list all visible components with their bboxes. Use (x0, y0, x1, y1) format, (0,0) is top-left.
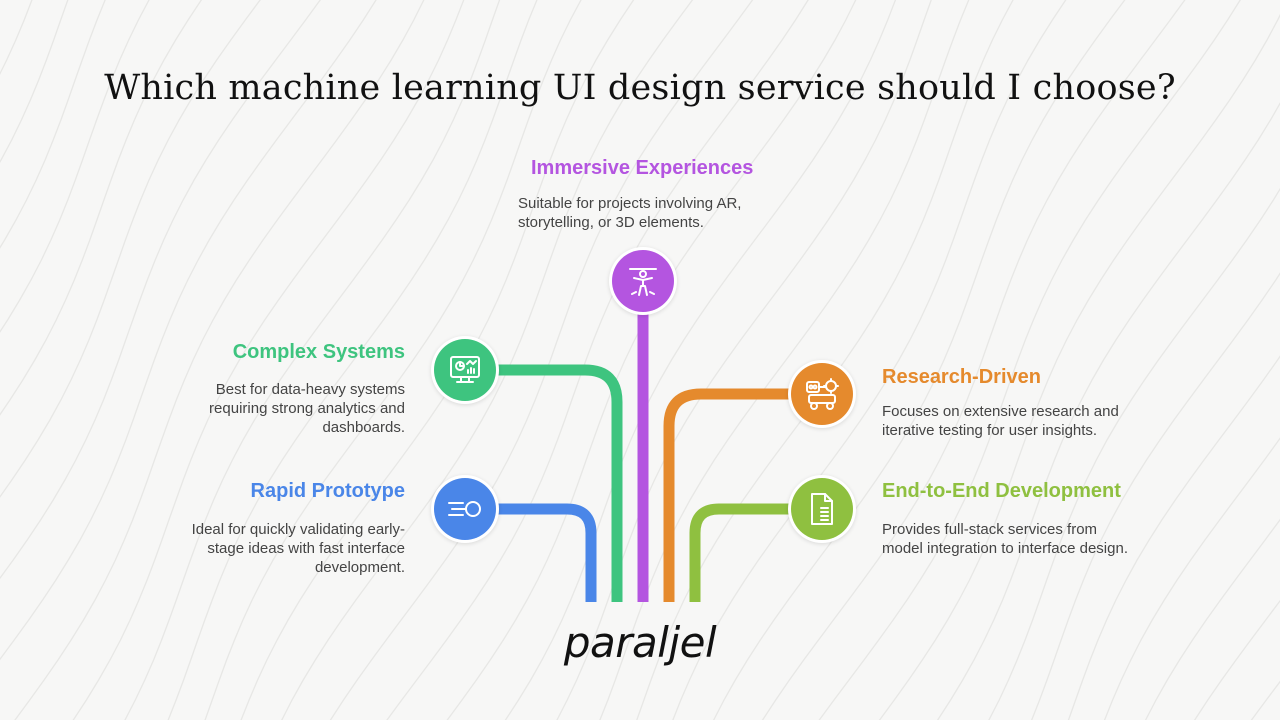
background-wave-line (818, 0, 1241, 720)
background-wave-line (167, 0, 538, 720)
research-description: Focuses on extensive research and iterat… (882, 403, 1119, 439)
immersive-icon-circle (612, 250, 674, 312)
branch-line-complex (495, 364, 623, 602)
background-wave-line (0, 0, 261, 498)
background-wave-line (988, 187, 1280, 720)
endtoend-title: End-to-End Development (882, 480, 1121, 502)
parallel-logo: paraljel (563, 618, 717, 667)
rapid-title: Rapid Prototype (250, 480, 405, 502)
background-wave-line (0, 0, 203, 416)
background-wave-line (124, 0, 501, 720)
background-wave-line (0, 0, 150, 333)
research-icon-circle (791, 363, 853, 425)
branch-line-endtoend (689, 503, 791, 602)
fast-forward-icon (448, 501, 481, 517)
background-wave-line (1193, 599, 1280, 720)
vr-person-icon (629, 268, 657, 296)
background-wave-line (14, 0, 425, 720)
complex-icon-circle (434, 339, 496, 401)
background-wave-line (1030, 272, 1280, 720)
background-wave-line (672, 0, 1067, 720)
background-wave-line (556, 0, 932, 720)
immersive-title: Immersive Experiences (531, 157, 754, 179)
rapid-description: Ideal for quickly validating early-stage… (191, 521, 405, 576)
document-icon (811, 493, 833, 525)
background-wave-line (0, 0, 321, 580)
branch-line-research (663, 388, 791, 602)
background-wave-line (0, 0, 69, 164)
endtoend-description: Provides full-stack services from model … (882, 521, 1128, 557)
research-robot-icon (806, 378, 839, 410)
background-wave-line (204, 0, 582, 720)
background-wave-line (599, 0, 970, 720)
immersive-description: Suitable for projects involving AR, stor… (518, 195, 742, 231)
page-title: Which machine learning UI design service… (104, 68, 1176, 108)
background-wave-line (761, 0, 1186, 720)
background-wave-line (1103, 437, 1280, 720)
background-wave-line (446, 0, 857, 720)
background-wave-line (0, 0, 377, 661)
background-wave-line (936, 102, 1280, 720)
endtoend-icon-circle (791, 478, 853, 540)
dashboard-monitor-icon (450, 356, 480, 383)
background-wave-line (504, 0, 897, 720)
research-title: Research-Driven (882, 366, 1041, 388)
background-wave-line (72, 0, 465, 720)
background-wave-line (878, 13, 1280, 720)
branch-line-rapid (495, 503, 597, 602)
complex-title: Complex Systems (232, 341, 405, 363)
background-wave-line (0, 0, 106, 249)
background-wave-line (1067, 355, 1280, 720)
background-wave-line (712, 0, 1126, 720)
rapid-icon-circle (434, 478, 496, 540)
background-wave-line (1144, 518, 1280, 720)
complex-description: Best for data-heavy systems requiring st… (209, 381, 405, 436)
